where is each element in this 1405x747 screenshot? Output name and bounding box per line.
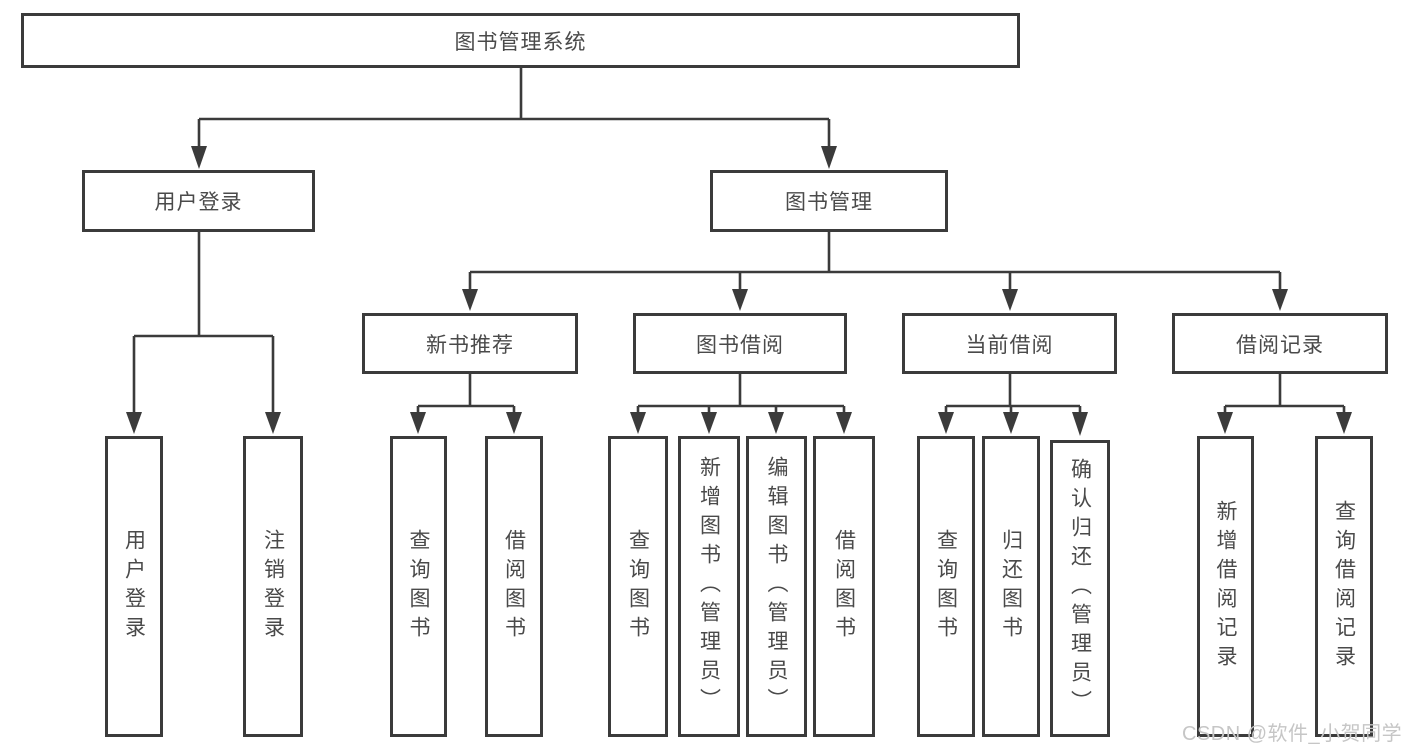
node-library-system: 图书管理系统 bbox=[21, 13, 1020, 68]
node-leaf-logout: 注销登录 bbox=[243, 436, 303, 737]
arrowhead-down-icon bbox=[1336, 412, 1352, 434]
connector-root-to-level2 bbox=[191, 68, 837, 169]
arrowhead-down-icon bbox=[836, 412, 852, 434]
node-leaf-query-books-1: 查询图书 bbox=[390, 436, 447, 737]
arrowhead-down-icon bbox=[732, 289, 748, 311]
arrowhead-down-icon bbox=[1217, 412, 1233, 434]
connector-book-mgmt-to-level3 bbox=[462, 232, 1288, 311]
node-leaf-add-books-admin: 新增图书（管理员） bbox=[678, 436, 740, 737]
node-leaf-query-books-2: 查询图书 bbox=[608, 436, 668, 737]
node-book-management: 图书管理 bbox=[710, 170, 948, 232]
arrowhead-down-icon bbox=[630, 412, 646, 434]
node-leaf-add-borrow-record: 新增借阅记录 bbox=[1197, 436, 1254, 737]
connector-book-borrow-to-leaves bbox=[630, 374, 852, 434]
node-borrow-records: 借阅记录 bbox=[1172, 313, 1388, 374]
node-leaf-edit-books-admin: 编辑图书（管理员） bbox=[746, 436, 807, 737]
node-leaf-user-login: 用户登录 bbox=[105, 436, 163, 737]
arrowhead-down-icon bbox=[701, 412, 717, 434]
node-leaf-borrow-books-1: 借阅图书 bbox=[485, 436, 543, 737]
node-user-login: 用户登录 bbox=[82, 170, 315, 232]
arrowhead-down-icon bbox=[506, 412, 522, 434]
arrowhead-down-icon bbox=[768, 412, 784, 434]
node-leaf-borrow-books-2: 借阅图书 bbox=[813, 436, 875, 737]
csdn-watermark: CSDN @软件_小贺同学 bbox=[1182, 723, 1403, 745]
node-book-borrow: 图书借阅 bbox=[633, 313, 847, 374]
arrowhead-down-icon bbox=[1002, 289, 1018, 311]
node-current-borrow: 当前借阅 bbox=[902, 313, 1117, 374]
node-leaf-confirm-return-admin: 确认归还（管理员） bbox=[1050, 440, 1110, 737]
arrowhead-down-icon bbox=[1003, 412, 1019, 434]
node-new-book-recommend: 新书推荐 bbox=[362, 313, 578, 374]
arrowhead-down-icon bbox=[938, 412, 954, 434]
arrowhead-down-icon bbox=[1072, 412, 1088, 436]
arrowhead-down-icon bbox=[462, 289, 478, 311]
arrowhead-down-icon bbox=[821, 146, 837, 169]
node-leaf-return-books: 归还图书 bbox=[982, 436, 1040, 737]
arrowhead-down-icon bbox=[265, 412, 281, 434]
connector-borrow-records-to-leaves bbox=[1217, 374, 1352, 434]
connector-user-login-to-leaves bbox=[126, 232, 281, 434]
node-leaf-query-borrow-record: 查询借阅记录 bbox=[1315, 436, 1373, 737]
arrowhead-down-icon bbox=[191, 146, 207, 169]
arrowhead-down-icon bbox=[1272, 289, 1288, 311]
node-leaf-query-books-3: 查询图书 bbox=[917, 436, 975, 737]
connector-new-book-rec-to-leaves bbox=[410, 374, 522, 434]
connector-current-borrow-to-leaves bbox=[938, 374, 1088, 436]
arrowhead-down-icon bbox=[410, 412, 426, 434]
arrowhead-down-icon bbox=[126, 412, 142, 434]
